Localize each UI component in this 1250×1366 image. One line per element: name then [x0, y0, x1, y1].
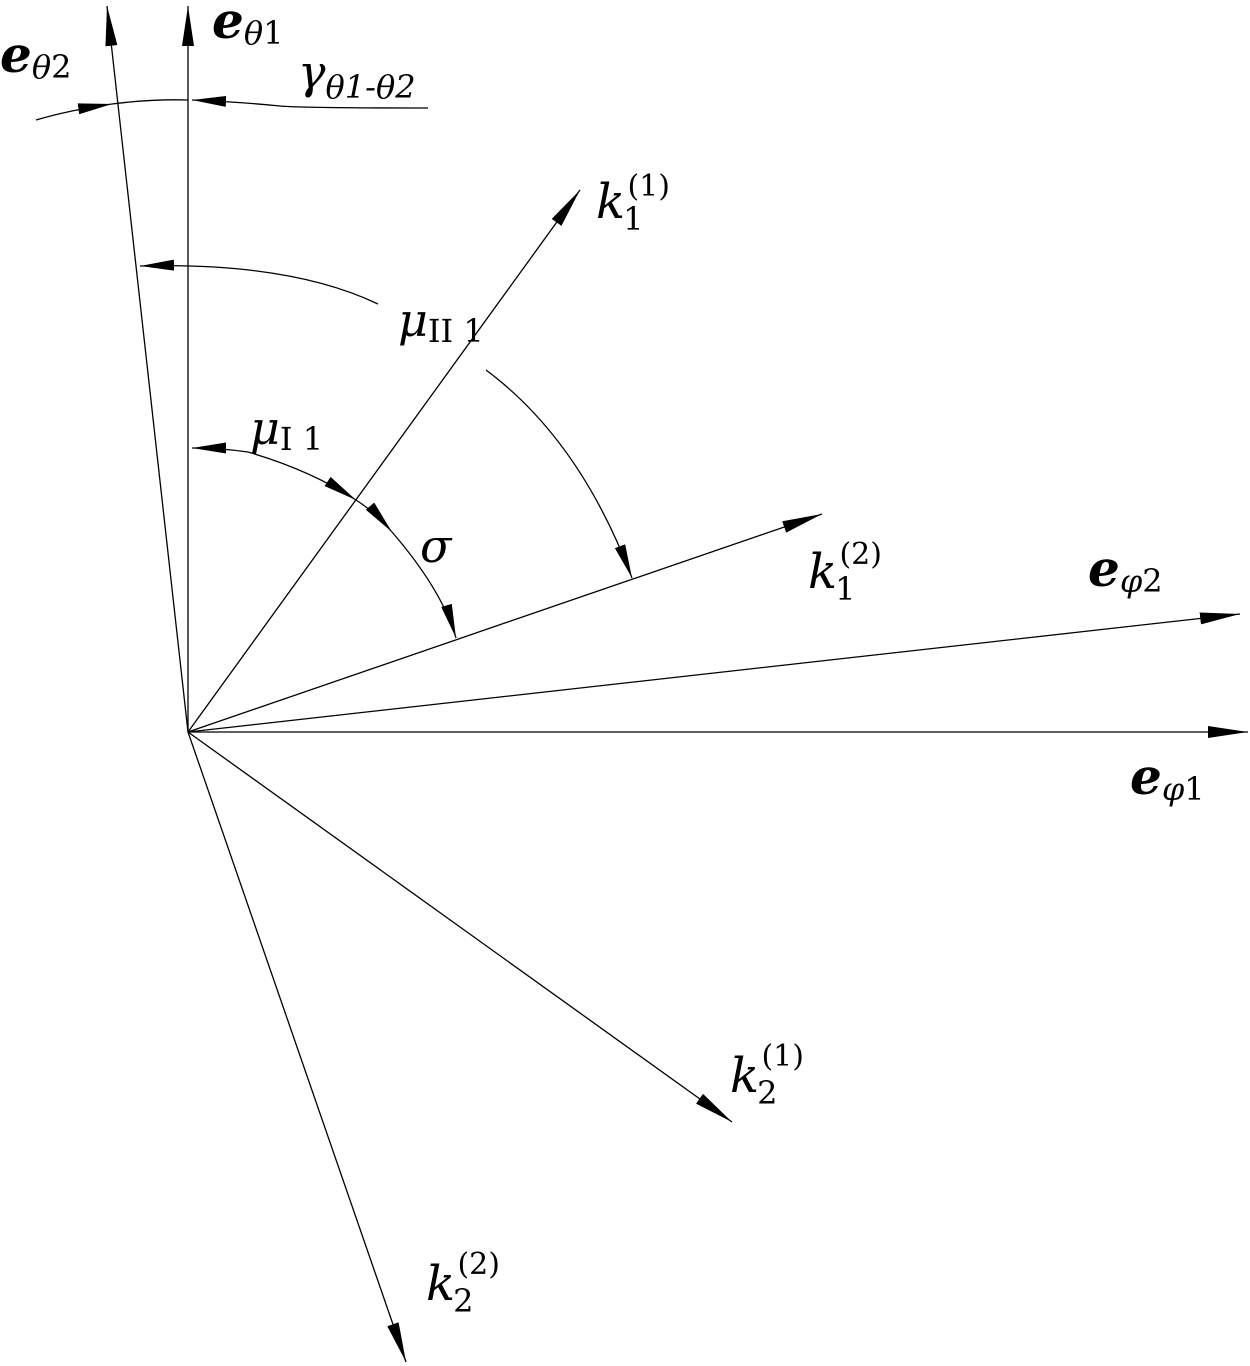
- label-e-phi1: eφ1: [1130, 747, 1205, 808]
- mu-ii1-arc-lower: [485, 369, 633, 579]
- label-e-theta1: eθ1: [212, 0, 283, 52]
- k1-2-vector: [187, 513, 823, 733]
- e-theta2-axis: [105, 5, 189, 733]
- label-k2-2: k2(2): [426, 1247, 500, 1320]
- sigma-arc-lower: [391, 531, 457, 639]
- label-e-phi2: eφ2: [1088, 539, 1163, 600]
- gamma-arc-left: [35, 103, 113, 121]
- k2-1-vector: [187, 731, 733, 1123]
- sigma-arc-upper: [355, 499, 393, 533]
- label-mu-ii1: μII 1: [398, 293, 484, 350]
- k2-2-vector: [187, 731, 407, 1363]
- e-phi2-axis: [187, 612, 1241, 733]
- label-sigma: σ: [420, 519, 453, 573]
- label-e-theta2: eθ2: [0, 25, 71, 86]
- label-k2-1: k2(1): [730, 1039, 804, 1112]
- label-k1-2: k1(2): [808, 537, 882, 608]
- mu-i1-arc-right: [247, 451, 357, 501]
- k1-1-vector: [187, 189, 581, 733]
- gamma-arc-right: [191, 95, 281, 107]
- label-k1-1: k1(1): [596, 169, 670, 238]
- gamma-arc-mid: [111, 99, 189, 105]
- mu-i1-arc-left: [191, 442, 249, 454]
- gamma-leader: [279, 105, 429, 109]
- mu-ii1-arc-upper: [139, 259, 379, 305]
- label-mu-i1: μI 1: [250, 401, 323, 458]
- label-gamma: γθ1-θ2: [298, 45, 416, 106]
